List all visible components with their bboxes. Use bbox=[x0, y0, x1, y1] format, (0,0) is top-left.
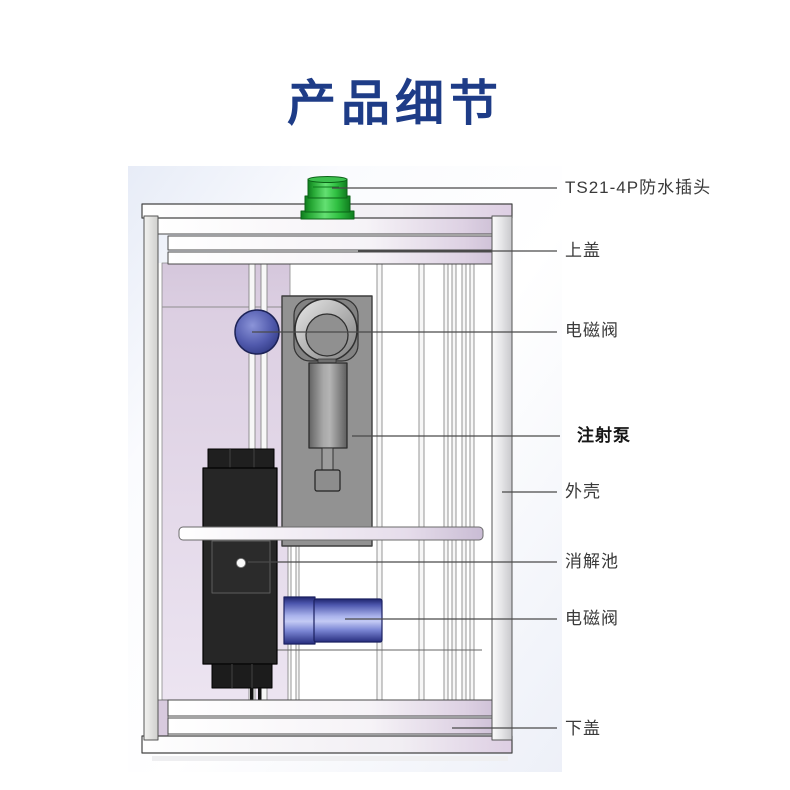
shadow bbox=[152, 756, 508, 761]
page-title: 产品细节 bbox=[286, 77, 503, 131]
device-render bbox=[141, 176, 513, 761]
callout-waterproof-plug: TS21-4P防水插头 bbox=[565, 178, 712, 197]
solenoid-valve-bottom-part bbox=[283, 596, 383, 645]
shelf-plate bbox=[178, 526, 484, 541]
syringe-pump bbox=[281, 295, 373, 547]
callout-top-cover: 上盖 bbox=[565, 241, 601, 260]
callout-solenoid-valve-top: 电磁阀 bbox=[565, 321, 619, 340]
pump-plunger-end bbox=[314, 469, 341, 492]
callout-digestion-cell: 消解池 bbox=[565, 552, 619, 571]
waterproof-plug bbox=[300, 176, 355, 220]
callout-bottom-cover: 下盖 bbox=[565, 719, 601, 738]
pump-cylinder bbox=[308, 362, 348, 449]
digestion-cell bbox=[202, 448, 278, 701]
bottom-plate bbox=[141, 735, 513, 754]
outer-shell-left bbox=[143, 215, 159, 741]
pump-dial-inner bbox=[305, 313, 349, 357]
callout-syringe-pump: 注射泵 bbox=[577, 426, 631, 445]
outer-shell-right bbox=[491, 215, 513, 741]
callout-outer-shell: 外壳 bbox=[565, 482, 601, 501]
digestion-cell-port bbox=[236, 558, 246, 568]
leader-lines bbox=[248, 187, 560, 729]
callout-solenoid-valve-bottom: 电磁阀 bbox=[565, 609, 619, 628]
pump-plunger-rod bbox=[321, 447, 334, 471]
bottom-cover bbox=[141, 699, 513, 761]
